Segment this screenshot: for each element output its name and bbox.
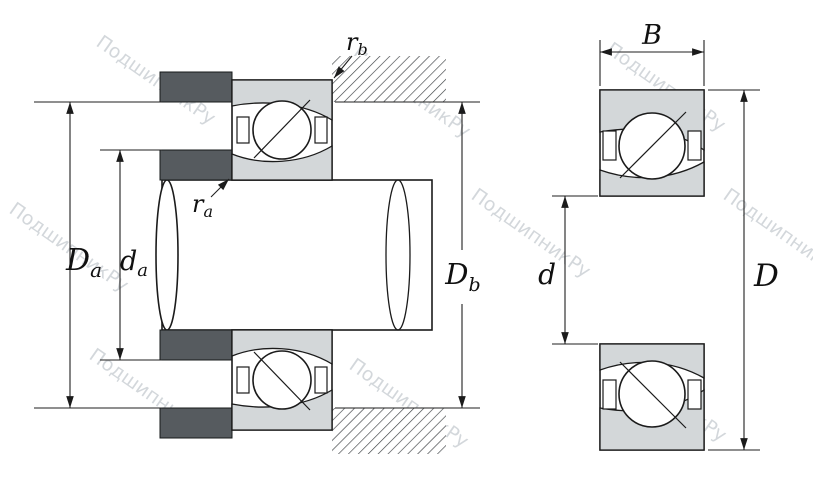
cage-left: [236, 366, 250, 394]
cage-left: [602, 379, 617, 410]
cage-right: [687, 130, 702, 161]
housing-hatch-top: [332, 56, 446, 102]
dim-label-B: B: [641, 20, 662, 51]
bearing-section-bottom: [231, 329, 333, 431]
leader-rb: [333, 55, 353, 79]
dim-label-Da: Da: [65, 243, 102, 282]
left-view-mounted-section: [155, 56, 446, 454]
watermark-text: ПодшипникРу: [467, 184, 594, 282]
right-view-dimensions: B d D: [538, 20, 779, 451]
contact-angle-line: [619, 111, 687, 179]
shaft-end-ellipse-left: [155, 179, 179, 331]
bearing-section-bottom: [599, 343, 705, 451]
spacer-block-top-outer: [159, 71, 233, 103]
dim-label-D: D: [753, 258, 779, 294]
dim-label-ra: ra: [192, 190, 213, 221]
leader-ra: [210, 178, 230, 198]
bearing-section-top: [599, 89, 705, 197]
shaft-step-ellipse: [385, 179, 411, 331]
cage-right: [314, 366, 328, 394]
cage-right: [314, 116, 328, 144]
spacer-block-bottom-inner: [159, 329, 233, 361]
dim-label-rb: rb: [346, 28, 368, 59]
shaft: [161, 179, 433, 331]
cage-left: [602, 130, 617, 161]
contact-angle-line: [253, 99, 311, 159]
dim-label-da: da: [120, 246, 148, 281]
spacer-block-top-inner: [159, 149, 233, 181]
dim-label-d: d: [538, 258, 556, 291]
inner-ring: [231, 144, 333, 181]
cage-left: [236, 116, 250, 144]
housing-hatch-bottom: [332, 408, 446, 454]
contact-angle-line: [619, 361, 687, 429]
inner-ring: [231, 329, 333, 366]
dim-label-Db: Db: [444, 257, 480, 296]
contact-angle-line: [253, 351, 311, 411]
spacer-block-bottom-outer: [159, 407, 233, 439]
bearing-section-top: [231, 79, 333, 181]
cage-right: [687, 379, 702, 410]
right-view-bearing-section: [599, 89, 705, 451]
left-view-dimensions: Da da Db ra rb: [34, 28, 481, 409]
